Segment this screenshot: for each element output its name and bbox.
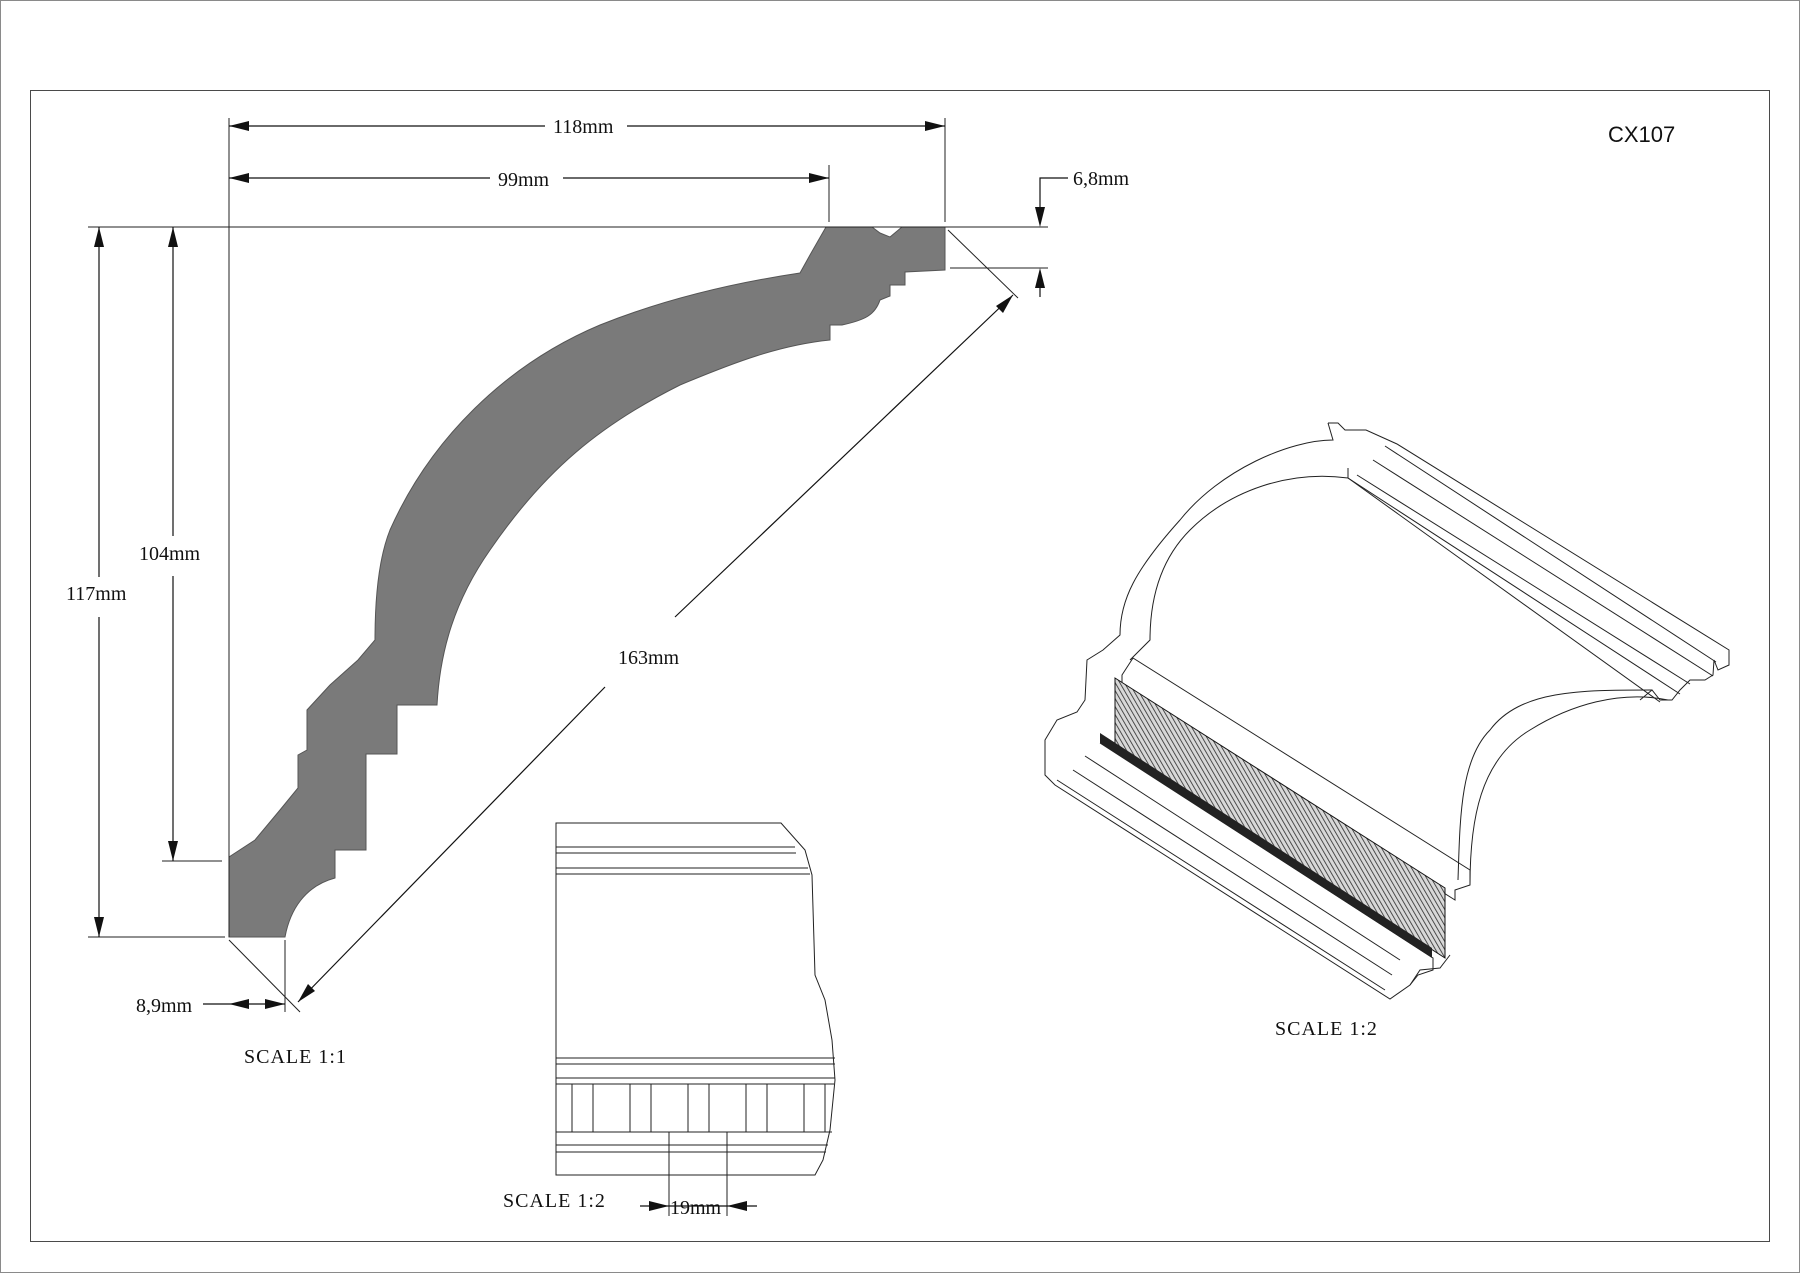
dim-diagonal: 163mm	[618, 647, 680, 669]
dim-top-step: 6,8mm	[1073, 168, 1130, 190]
cornice-profile	[228, 226, 946, 938]
scale-label-profile: SCALE 1:1	[244, 1046, 347, 1068]
dim-bottom-step: 8,9mm	[136, 995, 193, 1017]
scale-label-front: SCALE 1:2	[503, 1190, 606, 1212]
dim-top-width: 99mm	[498, 169, 550, 191]
profile-view: 118mm 99mm 6,8mm 117mm 104mm 163mm	[66, 116, 1130, 1068]
drawing-code: CX107	[1608, 122, 1675, 147]
scale-label-perspective: SCALE 1:2	[1275, 1018, 1378, 1040]
dentil-row	[556, 1083, 834, 1133]
dim-inner-height: 104mm	[139, 543, 201, 565]
dentil-band	[1114, 677, 1446, 959]
perspective-view: SCALE 1:2	[1044, 422, 1730, 1040]
front-view: 19mm SCALE 1:2	[503, 822, 836, 1219]
dim-overall-height: 117mm	[66, 583, 127, 605]
drawing-frame	[30, 90, 1770, 1242]
dim-overall-width: 118mm	[553, 116, 614, 138]
dim-dentil-spacing: 19mm	[670, 1197, 722, 1219]
